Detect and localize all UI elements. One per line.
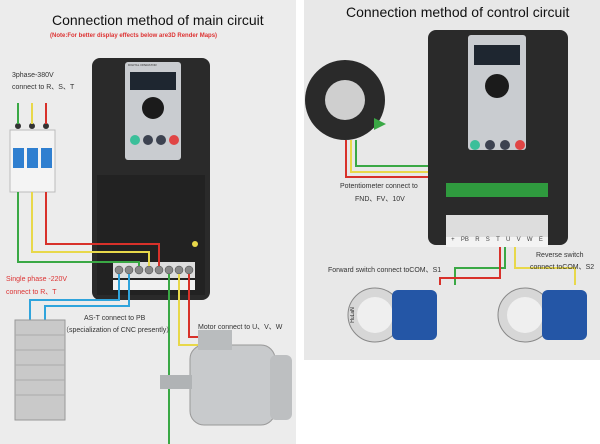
reverse-switch-label: Reverse switch (536, 252, 584, 259)
inverter-control (428, 30, 568, 247)
forward-switch-label: Forward switch connect toCOM、S1 (328, 267, 442, 274)
single-phase-label: Single phase -220V (6, 276, 68, 283)
switch-brand: HuLaN (349, 307, 356, 323)
potentiometer-label: Potentiometer connect to (340, 183, 418, 190)
render-note: (Note:For better display effects below a… (50, 33, 218, 39)
terminal-label: E (538, 237, 543, 243)
single-phase-label-2: connect to R、T (6, 289, 57, 296)
power-terminal-block (113, 262, 195, 278)
terminal-label: R (475, 237, 480, 243)
motor-label: Motor connect to U、V、W (198, 324, 283, 331)
terminal-label: U (506, 237, 511, 243)
terminal-label: + (451, 237, 455, 243)
potentiometer-label-2: FND、FV、10V (355, 196, 405, 203)
power-terminal-block (446, 215, 548, 237)
reverse-switch-label-2: connect toCOM、S2 (530, 264, 595, 271)
three-phase-label-2: connect to R、S、T (12, 84, 75, 91)
potentiometer (305, 60, 386, 140)
terminal-label: S (485, 237, 490, 243)
brake-label: AS-T connect to PB (84, 315, 146, 322)
forward-switch (347, 287, 437, 343)
control-circuit-title: Connection method of control circuit (346, 4, 570, 20)
terminal-label: V (516, 237, 521, 243)
reverse-switch (497, 287, 587, 343)
terminal-label: T (496, 237, 500, 243)
terminal-label: PB (460, 237, 469, 243)
display (130, 72, 176, 90)
brake-resistor (14, 319, 66, 421)
circuit-breaker (9, 123, 56, 193)
inverter-main (92, 58, 210, 300)
terminal-label: W (526, 237, 533, 243)
control-terminal-strip (446, 183, 548, 197)
motor (160, 330, 292, 426)
knob (142, 97, 164, 119)
three-phase-label: 3phase-380V (12, 72, 54, 79)
main-circuit-title: Connection method of main circuit (52, 12, 264, 28)
terminal-labels: + PB R S T U V W E (448, 237, 546, 243)
keypad-label: DIGITAL OPERATOR (128, 63, 157, 67)
brake-label-2: （specialization of CNC presently） (62, 327, 174, 334)
